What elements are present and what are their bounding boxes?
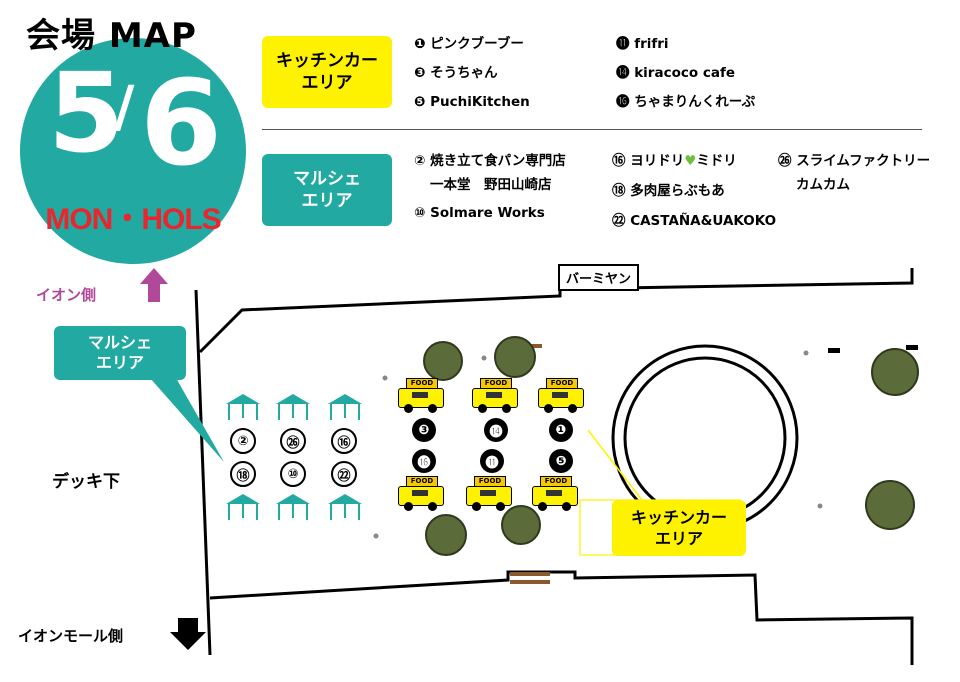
bamiyan-sign: バーミヤン [558,264,640,291]
list-item: カムカム [796,177,850,193]
list-item: ❸ そうちゃん [414,65,498,81]
truck-number: ❶ [549,418,573,442]
date-month: 5 [48,49,125,177]
tent-icon [224,492,262,522]
marche-booth-number: ㉒ [331,461,357,487]
tree-icon [494,336,536,378]
marche-callout-pointer [150,378,224,462]
up-arrow-icon [140,268,168,302]
list-item: ⑩ Solmare Works [414,205,545,221]
kitchen-callout: キッチンカー エリア [612,500,746,556]
truck-number: ❺ [549,449,573,473]
food-truck-icon: FOOD [466,476,512,512]
truck-number: ❸ [412,418,436,442]
date-day: 6 [140,54,223,192]
kitchen-list-2: ⓫ frifri ⓮ kiracoco cafe ⓰ ちゃまりんくれーぷ [616,30,755,117]
tree-icon [425,514,467,556]
tent-icon [326,392,364,422]
date-circle [20,38,246,264]
aeon-mall-side-label: イオンモール側 [18,627,124,645]
tree-icon [865,480,915,530]
list-item: 一本堂 野田山崎店 [430,177,552,193]
event-date: 5 / 6 [48,54,228,192]
down-arrow-icon [170,618,206,650]
page-title: 会場 MAP [26,16,197,56]
food-truck-icon: FOOD [538,378,584,414]
marche-list-3: ㉖ スライムファクトリー カムカム [778,149,930,197]
kitchen-area-badge: キッチンカー エリア [262,36,392,108]
day-of-week: MON・HOLS [45,203,221,236]
marche-booth-number: ⑩ [280,461,306,487]
marche-list-1: ② 焼き立て食パン専門店 一本堂 野田山崎店 ⑩ Solmare Works [414,149,566,225]
list-item: ⓮ kiracoco cafe [616,65,735,81]
marche-booth-number: ⑱ [230,461,256,487]
marche-callout: マルシェ エリア [54,326,186,380]
list-item: ❶ ピンクブーブー [414,36,524,52]
food-truck-icon: FOOD [532,476,578,512]
list-item: ❺ PuchiKitchen [414,94,530,110]
marche-list-2: ⑯ ヨリドリ♥ミドリ ⑱ 多肉屋らぶもあ ㉒ CASTAÑA&UAKOKO [612,149,776,233]
date-slash: / [114,75,135,140]
food-truck-icon: FOOD [472,378,518,414]
marche-booth-number: ㉖ [280,428,306,454]
legend-divider [262,129,922,130]
aeon-side-label: イオン側 [36,286,97,304]
list-item: ㉒ CASTAÑA&UAKOKO [612,213,777,229]
marche-area-badge: マルシェ エリア [262,154,392,226]
list-item: ⓰ ちゃまりんくれーぷ [616,94,756,110]
list-item: ⑱ 多肉屋らぶもあ [612,183,725,199]
food-truck-icon: FOOD [398,378,444,414]
marche-booth-number: ⑯ [331,428,357,454]
tent-icon [326,492,364,522]
tree-icon [423,341,463,381]
deck-under-label: デッキ下 [52,472,120,492]
truck-number: ⓰ [412,449,436,473]
tree-icon [871,348,919,396]
tent-icon [274,392,312,422]
list-item: ㉖ スライムファクトリー [778,153,931,169]
truck-number: ⓮ [484,418,508,442]
tent-icon [274,492,312,522]
tent-icon [224,392,262,422]
food-truck-icon: FOOD [398,476,444,512]
tree-icon [501,505,541,545]
heart-icon: ♥ [684,153,697,169]
marche-booth-number: ② [230,428,256,454]
truck-number: ⓫ [480,449,504,473]
kitchen-list-1: ❶ ピンクブーブー ❸ そうちゃん ❺ PuchiKitchen [414,30,530,117]
list-item: ⑯ ヨリドリ♥ミドリ [612,153,737,169]
list-item: ② 焼き立て食パン専門店 [414,153,566,169]
list-item: ⓫ frifri [616,36,669,52]
